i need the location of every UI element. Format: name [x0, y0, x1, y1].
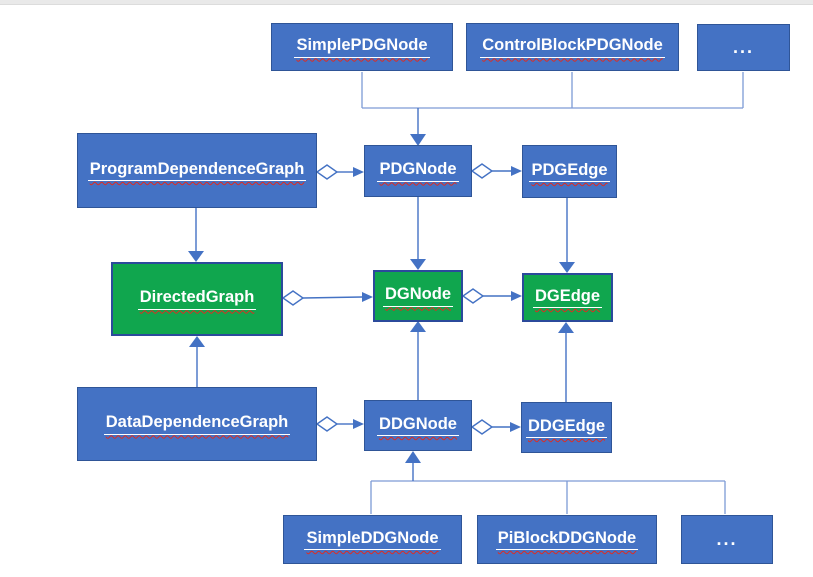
edge-subclasses-to-pdgnode	[361, 72, 744, 146]
class-box-pdgedge: PDGEdge	[522, 145, 617, 198]
class-label: DGNode	[383, 285, 453, 307]
aggregation-diamond-icon	[281, 290, 305, 306]
edge-ddgnode-to-dgnode	[410, 321, 426, 400]
aggregation-diamond-icon	[315, 416, 339, 432]
edge-dgnode-aggregates-dgedge	[461, 288, 522, 304]
ellipsis-label: ...	[716, 529, 738, 549]
arrowhead-up-icon	[405, 451, 421, 463]
aggregation-diamond-icon	[461, 288, 485, 304]
class-box-ddgnode: DDGNode	[364, 400, 472, 451]
class-label: PDGEdge	[529, 161, 610, 183]
class-label: ProgramDependenceGraph	[87, 160, 307, 182]
arrowhead-right-icon	[353, 419, 364, 429]
class-label: ControlBlockPDGNode	[480, 36, 665, 58]
edge-ddgraph-aggregates-ddgnode	[315, 416, 364, 432]
class-label: DDGEdge	[525, 417, 607, 439]
arrowhead-right-icon	[510, 422, 521, 432]
edge-pdgraph-aggregates-pdgnode	[315, 164, 364, 180]
class-box-datadependencegraph: DataDependenceGraph	[77, 387, 317, 461]
class-label: PDGNode	[377, 160, 459, 182]
class-box-dgnode: DGNode	[373, 270, 463, 322]
edge-pdgedge-to-dgedge	[559, 198, 575, 273]
arrowhead-right-icon	[511, 166, 522, 176]
edge-ddgedge-to-dgedge	[558, 322, 574, 402]
edge-directedgraph-aggregates-dgnode	[281, 290, 373, 306]
class-box-pdg-ellipsis: ...	[697, 24, 790, 71]
class-label: DDGNode	[377, 415, 459, 437]
aggregation-diamond-icon	[470, 163, 494, 179]
ellipsis-label: ...	[732, 37, 754, 57]
class-box-ddgedge: DDGEdge	[521, 402, 612, 453]
class-label: PiBlockDDGNode	[495, 529, 639, 551]
class-box-simplepdgnode: SimplePDGNode	[271, 23, 453, 71]
window-top-strip	[0, 0, 813, 5]
arrowhead-down-icon	[559, 262, 575, 273]
arrowhead-up-icon	[189, 336, 205, 347]
class-box-pdgnode: PDGNode	[364, 145, 472, 197]
class-box-simpleddgnode: SimpleDDGNode	[283, 515, 462, 564]
edge-pdgnode-aggregates-pdgedge	[470, 163, 522, 179]
class-label: SimpleDDGNode	[304, 529, 441, 551]
arrowhead-up-icon	[558, 322, 574, 333]
arrowhead-right-icon	[511, 291, 522, 301]
class-label: DataDependenceGraph	[103, 413, 291, 435]
class-box-ddg-ellipsis: ...	[681, 515, 773, 564]
aggregation-diamond-icon	[470, 419, 494, 435]
class-box-piblockddgnode: PiBlockDDGNode	[477, 515, 657, 564]
edge-ddgraph-to-directedgraph	[189, 336, 205, 387]
arrowhead-down-icon	[410, 259, 426, 270]
edge-ddgnode-aggregates-ddgedge	[470, 419, 521, 435]
class-box-controlblockpdgnode: ControlBlockPDGNode	[466, 23, 679, 71]
class-label: DGEdge	[532, 287, 603, 309]
arrowhead-right-icon	[362, 292, 373, 302]
arrowhead-down-icon	[188, 251, 204, 262]
arrowhead-down-icon	[410, 134, 426, 146]
edge-pdgraph-to-directedgraph	[188, 208, 204, 262]
class-label: SimplePDGNode	[294, 36, 430, 58]
edge-subclasses-to-ddgnode	[370, 451, 726, 514]
class-box-programdependencegraph: ProgramDependenceGraph	[77, 133, 317, 208]
class-box-dgedge: DGEdge	[522, 273, 613, 322]
aggregation-diamond-icon	[315, 164, 339, 180]
arrowhead-up-icon	[410, 321, 426, 332]
class-box-directedgraph: DirectedGraph	[111, 262, 283, 336]
arrowhead-right-icon	[353, 167, 364, 177]
edge-pdgnode-to-dgnode	[410, 197, 426, 270]
class-label: DirectedGraph	[137, 288, 257, 310]
